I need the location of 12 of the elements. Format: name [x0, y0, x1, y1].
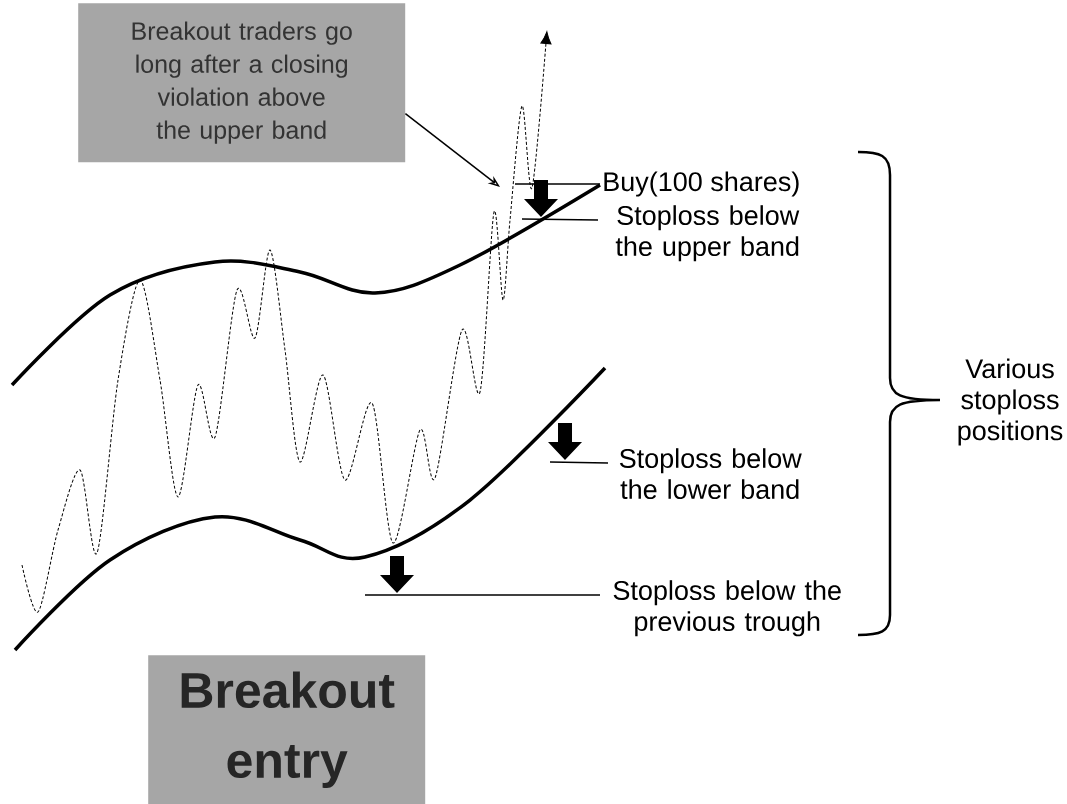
leader-line: [404, 112, 500, 187]
leader-line: [521, 218, 599, 221]
label-text: Various stoploss positions: [958, 358, 1063, 446]
leader-line: [514, 183, 601, 185]
label-text: Buy(100 shares): [604, 171, 799, 197]
title-box: Breakout entry: [148, 655, 426, 804]
label-text: Stoploss below the previous trough: [613, 580, 841, 637]
leader-line: [364, 594, 601, 596]
callout-box: Breakout traders go long after a closing violation above the upper band: [78, 3, 406, 163]
leader-line: [549, 461, 609, 464]
label-text: Stoploss below the upper band: [615, 205, 800, 262]
label-text: Stoploss below the lower band: [619, 448, 802, 500]
